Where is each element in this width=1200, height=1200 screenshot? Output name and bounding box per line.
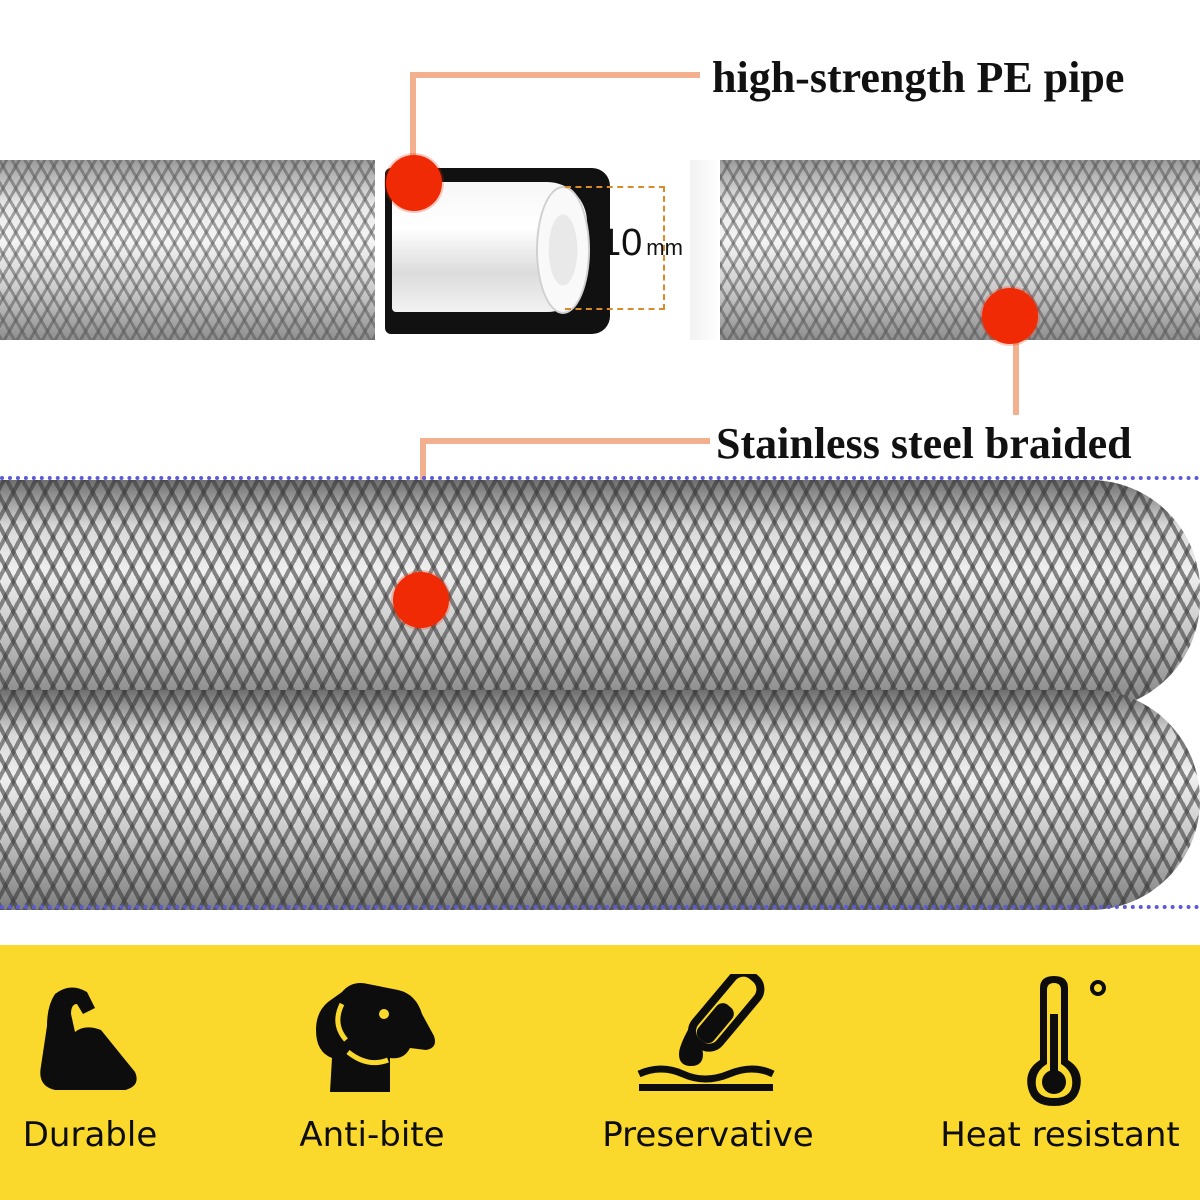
coiled-hose-lower: [0, 690, 1200, 910]
steel-callout-line-h: [420, 438, 710, 444]
thermometer-icon: [1000, 974, 1120, 1119]
diameter-unit: mm: [646, 235, 683, 260]
pe-pipe-callout-title: high-strength PE pipe: [712, 53, 1125, 102]
hose-cut-end: [690, 160, 720, 340]
dotted-outline-top: [0, 476, 1200, 480]
coiled-hose-upper: [0, 480, 1200, 710]
pe-pipe-marker-dot: [386, 155, 442, 211]
muscle-arm-icon: [25, 974, 155, 1109]
feature-label-heat-resistant: Heat resistant: [940, 1115, 1180, 1155]
diameter-dimension-box: [565, 186, 665, 310]
steel-braid-callout-title: Stainless steel braided: [716, 419, 1132, 468]
steel-braid-marker-dot: [393, 572, 449, 628]
diameter-value: 10: [600, 222, 643, 264]
feature-anti-bite: Anti-bite: [242, 960, 502, 1190]
feature-preservative: Preservative: [578, 960, 838, 1190]
dotted-outline-bottom: [0, 905, 1200, 909]
test-tube-drop-icon: [633, 968, 783, 1109]
feature-label-preservative: Preservative: [602, 1115, 814, 1155]
features-band: [0, 945, 1200, 1200]
steel-braid-marker-dot-top: [982, 288, 1038, 344]
steel-callout-line-top: [1013, 320, 1019, 415]
feature-heat-resistant: Heat resistant: [930, 960, 1190, 1190]
dog-head-icon: [302, 974, 442, 1109]
pe-callout-line-h: [410, 72, 700, 78]
feature-label-durable: Durable: [22, 1115, 158, 1155]
feature-label-anti-bite: Anti-bite: [299, 1115, 445, 1155]
pe-pipe-opening: [536, 186, 590, 314]
feature-durable: Durable: [0, 960, 220, 1190]
pe-callout-line-v: [410, 72, 416, 182]
